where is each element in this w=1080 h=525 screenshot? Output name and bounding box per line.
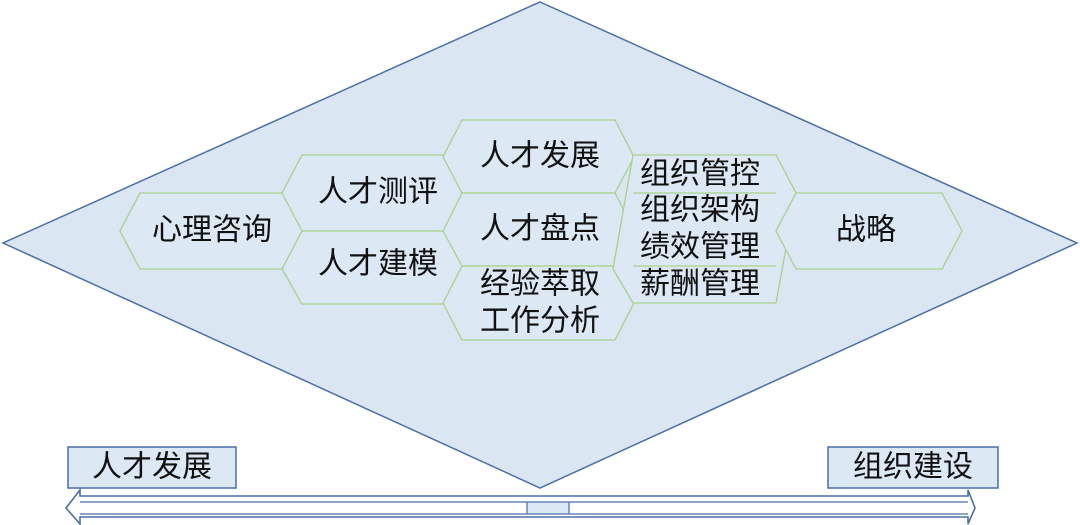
hexagon-cepin: 人才测评 [281,154,466,232]
axis-left-label: 人才发展 [92,450,212,485]
hexagon-xinli: 心理咨询 [119,192,304,270]
label-zuzhi-2: 组织架构 [640,193,760,228]
axis-right-tag: 组织建设 [827,446,999,489]
label-fazhan: 人才发展 [480,139,600,174]
label-xinli: 心理咨询 [152,213,272,248]
label-pandian: 人才盘点 [480,212,600,247]
hexagon-jingyan: 经验萃取 工作分析 [442,265,635,341]
axis-right-label: 组织建设 [853,450,973,485]
label-cepin: 人才测评 [318,175,438,210]
label-zuzhi-4: 薪酬管理 [640,267,760,302]
label-zhanlue: 战略 [836,213,896,248]
hexagon-fazhan: 人才发展 [442,119,635,194]
axis-left-tag: 人才发展 [67,446,237,489]
label-zuzhi-3: 绩效管理 [640,230,760,265]
label-zuzhi-1: 组织管控 [640,157,760,192]
double-arrow [64,487,976,525]
label-jianmo: 人才建模 [318,247,438,282]
label-jingyan-1: 经验萃取 [480,267,600,302]
arrow-center-segment [526,501,570,515]
hexagon-zhanlue: 战略 [775,192,963,270]
hexagon-jianmo: 人才建模 [281,230,466,305]
label-jingyan-2: 工作分析 [480,304,600,339]
hexagon-pandian: 人才盘点 [442,192,635,267]
